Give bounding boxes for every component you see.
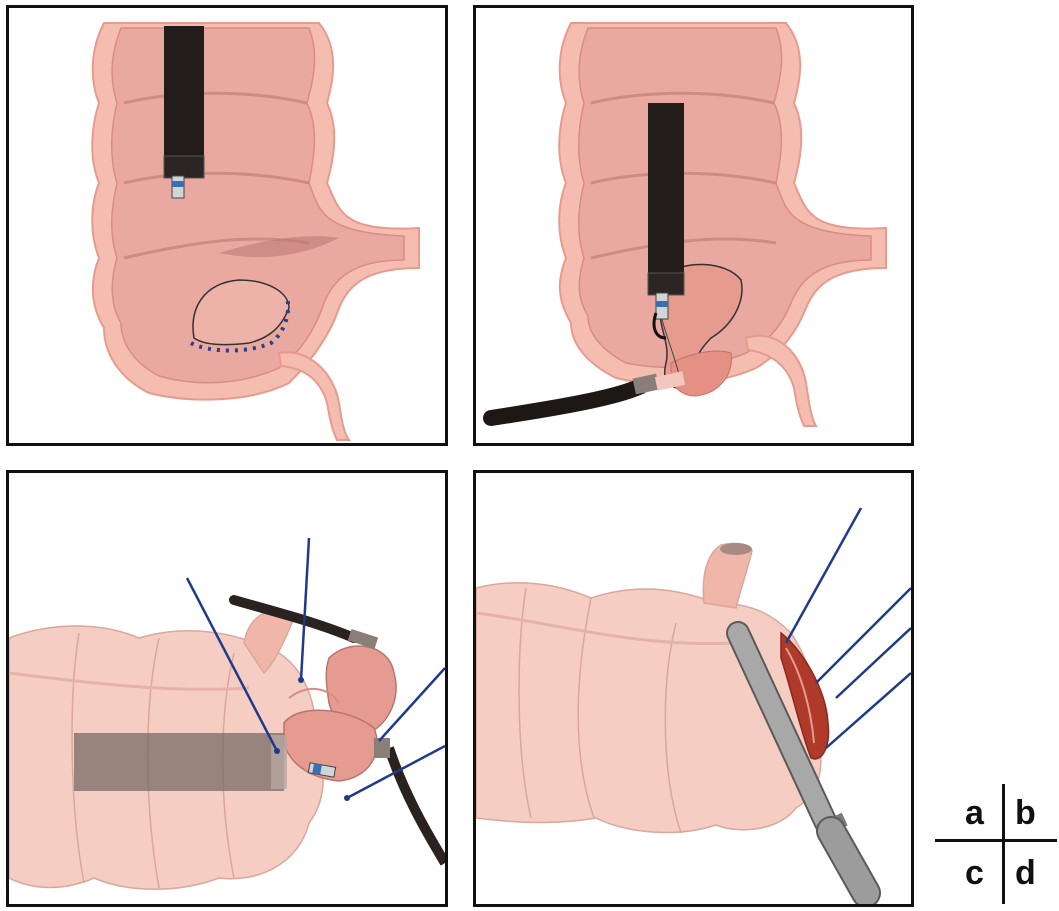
panel-key: a b c d (935, 784, 1057, 904)
endoscope-tip (648, 273, 684, 295)
suture (786, 508, 861, 643)
endoscope (648, 103, 684, 283)
endoscope-cap-band (172, 181, 184, 187)
panel-a (6, 5, 448, 446)
appendix (279, 352, 349, 440)
panel-d-illustration (476, 473, 911, 904)
suture (301, 538, 309, 680)
key-label-b: b (1015, 796, 1036, 830)
suture (826, 673, 911, 748)
stapler-handle-fill (831, 831, 866, 893)
panel-c (6, 470, 448, 907)
endoscope-cap-band (312, 764, 322, 775)
endoscope-cap-band (656, 301, 668, 307)
panel-b (473, 5, 914, 446)
key-vertical-divider (1002, 784, 1005, 904)
suture-knot (298, 677, 304, 683)
endoscope-tip (164, 156, 204, 178)
panel-b-illustration (476, 8, 911, 443)
key-label-a: a (965, 796, 984, 830)
suture (836, 628, 911, 698)
suture-knot (274, 748, 280, 754)
appendix (746, 336, 816, 426)
suture (816, 588, 911, 683)
panel-d (473, 470, 914, 907)
panel-c-illustration (9, 473, 445, 904)
key-label-c: c (965, 856, 984, 890)
second-jaw (374, 738, 390, 758)
endoscope (74, 733, 284, 791)
laparoscope-shaft (491, 386, 641, 418)
endoscope (164, 26, 204, 156)
second-shaft (389, 748, 445, 863)
panel-a-illustration (9, 8, 445, 443)
key-label-d: d (1015, 856, 1036, 890)
appendix-opening (720, 543, 752, 555)
key-horizontal-divider (935, 839, 1057, 842)
suture-knot (344, 795, 350, 801)
